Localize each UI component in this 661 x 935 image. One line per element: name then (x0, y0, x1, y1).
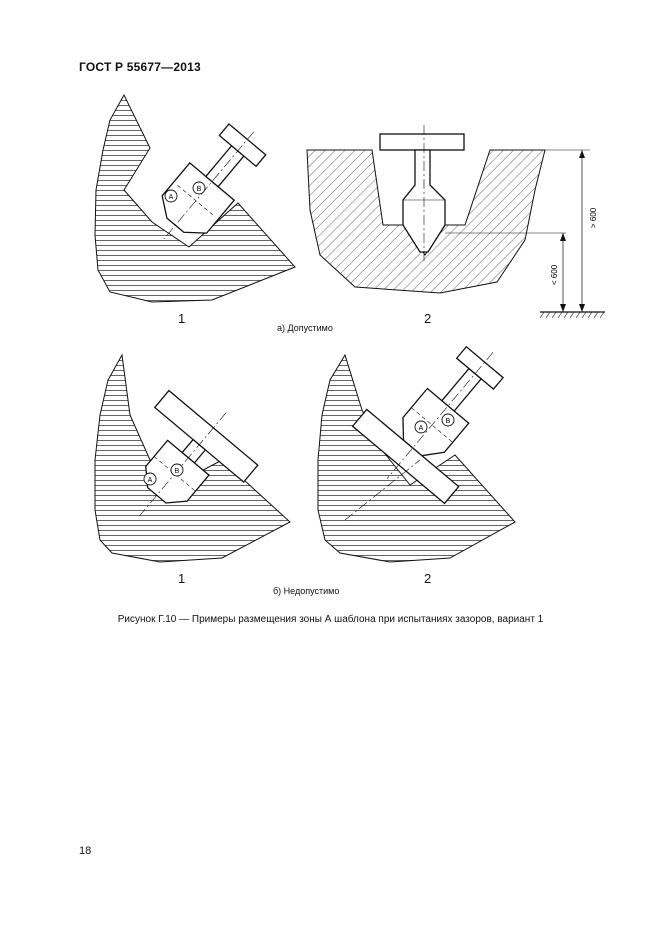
figure-caption: Рисунок Г.10 — Примеры размещения зоны А… (117, 614, 544, 625)
zone-b-text: B (197, 186, 202, 193)
dim-upper-text: > 600 (589, 207, 598, 228)
probe (351, 345, 505, 505)
panel-b1-drawing: A B (94, 353, 291, 563)
panel-b-caption: б) Недопустимо (273, 586, 340, 596)
panel-a-caption: а) Допустимо (277, 323, 333, 333)
zone-a-marker: A (414, 420, 428, 434)
zone-a-text: A (169, 194, 174, 201)
zone-a-text: A (419, 425, 424, 432)
zone-b-marker: B (441, 413, 455, 427)
panel-b2-drawing: A B (317, 345, 516, 563)
zone-b-marker: B (192, 181, 206, 195)
dim-lower-text: < 600 (550, 264, 559, 285)
probe (161, 123, 267, 240)
panel-b-label-left: 1 (178, 571, 186, 586)
zone-a-text: A (148, 477, 153, 484)
page-number: 18 (79, 845, 92, 857)
panel-a2-drawing: > 600 < 600 (306, 125, 605, 319)
panel-b-label-right: 2 (424, 571, 432, 586)
panel-a-label-left: 1 (178, 311, 186, 326)
zone-a-marker: A (143, 472, 157, 486)
zone-a-marker: A (164, 189, 178, 203)
probe (379, 125, 465, 262)
document-header: ГОСТ Р 55677—2013 (79, 60, 201, 74)
panel-a1-drawing: A B (94, 93, 296, 303)
figure-diagram: A B > 600 < 600 (94, 93, 605, 563)
panel-a-label-right: 2 (424, 311, 432, 326)
dimension-lines: > 600 < 600 (445, 149, 605, 319)
wall-hatch (94, 93, 296, 303)
zone-b-text: B (446, 418, 451, 425)
wall-hatch (317, 353, 516, 563)
zone-b-text: B (175, 468, 180, 475)
zone-b-marker: B (170, 463, 184, 477)
